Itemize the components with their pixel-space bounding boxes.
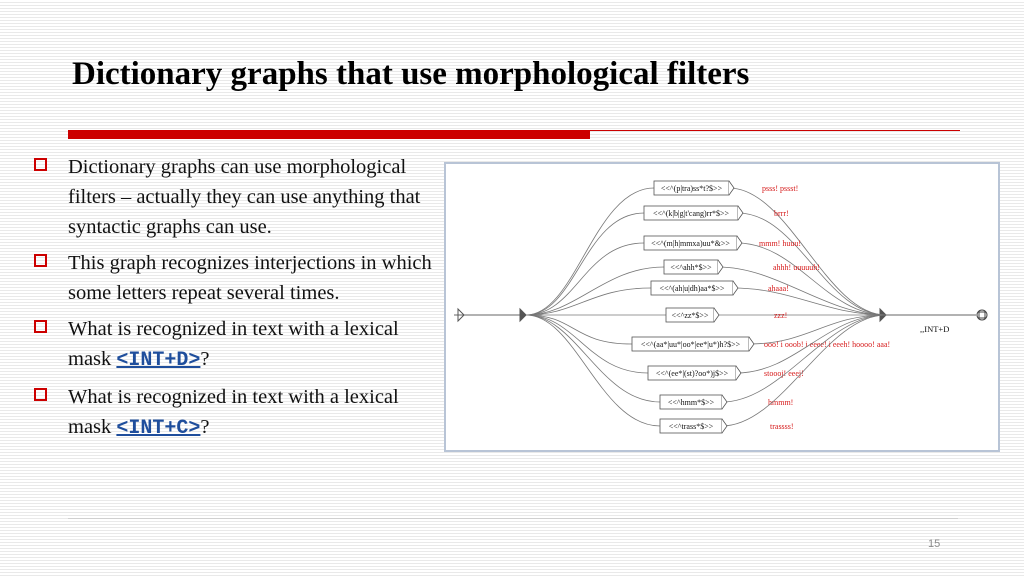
graph-final-output: ,,INT+D (920, 324, 949, 334)
graph-node-output: zzz! (774, 311, 787, 320)
graph-edge (525, 242, 645, 316)
graph-node-output: hmmm! (768, 398, 793, 407)
final-state-inner-icon (978, 311, 986, 319)
bullet-item: What is recognized in text with a lexica… (32, 314, 432, 376)
graph-edge (525, 287, 652, 316)
graph-node-label: <<^hmm*$>> (668, 398, 715, 407)
graph-node-label: <<^(m|h|mmxa)uu*&>> (651, 239, 730, 248)
bullet-list: Dictionary graphs can use morphological … (32, 152, 432, 450)
graph-node-arrow-icon (748, 336, 755, 352)
graph-edge (735, 314, 887, 374)
graph-node-arrow-icon (732, 280, 739, 296)
bullet-text: What is recognized in text with a lexica… (68, 386, 399, 438)
graph-node-arrow-icon (728, 180, 735, 196)
graph-node-label: <<^(p|tra)ss*t?$>> (661, 184, 723, 193)
graph-edge (721, 314, 887, 403)
graph-edge (525, 314, 661, 427)
lexical-mask-code: <INT+C> (116, 417, 201, 440)
graph-node-label: <<^zz*$>> (672, 311, 709, 320)
graph-node-arrow-icon (721, 394, 728, 410)
title-underline-thick (68, 130, 590, 139)
graph-node-output: stoooj! eeej! (764, 369, 804, 378)
graph-node-label: <<^(ah|u|dh)aa*$>> (660, 284, 725, 293)
bullet-text: This graph recognizes interjections in w… (68, 252, 432, 304)
graph-edge (728, 187, 887, 316)
graph-node-output: psss! pssst! (762, 184, 798, 193)
dictionary-graph: <<^(p|tra)ss*t?$>> psss! pssst! <<^(k|b|g|… (454, 180, 988, 434)
junction-left-icon (519, 307, 527, 323)
graph-figure: <<^(p|tra)ss*t?$>> psss! pssst! <<^(k|b|g|… (444, 162, 1000, 452)
graph-node-label: <<^(aa*|uu*|oo*|ee*|u*)h?$>> (641, 340, 741, 349)
graph-node-output: ooo! i ooob! i eeee! i eeeh! hoooo! aaa! (764, 340, 890, 349)
footer-rule (68, 518, 958, 519)
graph-edge (525, 314, 661, 403)
bullet-item: This graph recognizes interjections in w… (32, 248, 432, 308)
graph-edge (525, 314, 649, 374)
graph-node-arrow-icon (735, 365, 742, 381)
graph-node-label: <<^(k|b|g|t'cang)rr*$>> (653, 209, 730, 218)
graph-node-arrow-icon (717, 259, 724, 275)
graph-node-output: brrr! (774, 209, 789, 218)
graph-node-output: ahaaa! (768, 284, 789, 293)
bullet-suffix: ? (200, 348, 210, 370)
bullet-item: What is recognized in text with a lexica… (32, 382, 432, 444)
graph-node-arrow-icon (736, 235, 743, 251)
graph-node-arrow-icon (721, 418, 728, 434)
graph-node-output: trassss! (770, 422, 794, 431)
graph-edge (736, 242, 887, 316)
graph-edge (748, 314, 887, 345)
square-bullet-icon (34, 158, 47, 171)
bullet-text: What is recognized in text with a lexica… (68, 318, 399, 370)
square-bullet-icon (34, 254, 47, 267)
graph-node-arrow-icon (713, 307, 720, 323)
graph-edge (717, 266, 887, 316)
initial-state-icon (457, 307, 465, 323)
page-number: 15 (928, 538, 941, 550)
graph-node-output: mmm! huuu! (759, 239, 801, 248)
graph-edge (525, 266, 665, 316)
final-state-icon (976, 309, 988, 321)
square-bullet-icon (34, 388, 47, 401)
graph-edge (732, 287, 887, 316)
graph-node-arrow-icon (737, 205, 744, 221)
graph-node-output: ahhh! uuuuuh! (773, 263, 820, 272)
graph-edge (525, 314, 633, 345)
square-bullet-icon (34, 320, 47, 333)
graph-node-label: <<^ahh*$>> (670, 263, 712, 272)
bullet-item: Dictionary graphs can use morphological … (32, 152, 432, 242)
lexical-mask-code: <INT+D> (116, 349, 201, 372)
title-underline-thin (590, 130, 960, 131)
graph-edge (525, 212, 645, 316)
bullet-text: Dictionary graphs can use morphological … (68, 156, 421, 238)
graph-edge (737, 212, 887, 316)
graph-edge (525, 187, 655, 316)
slide-title: Dictionary graphs that use morphological… (72, 56, 750, 92)
graph-node-label: <<^(ee*|(st)?oo*)j$>> (656, 369, 729, 378)
bullet-suffix: ? (200, 416, 210, 438)
graph-edge (721, 314, 887, 427)
graph-node-label: <<^trass*$>> (669, 422, 714, 431)
